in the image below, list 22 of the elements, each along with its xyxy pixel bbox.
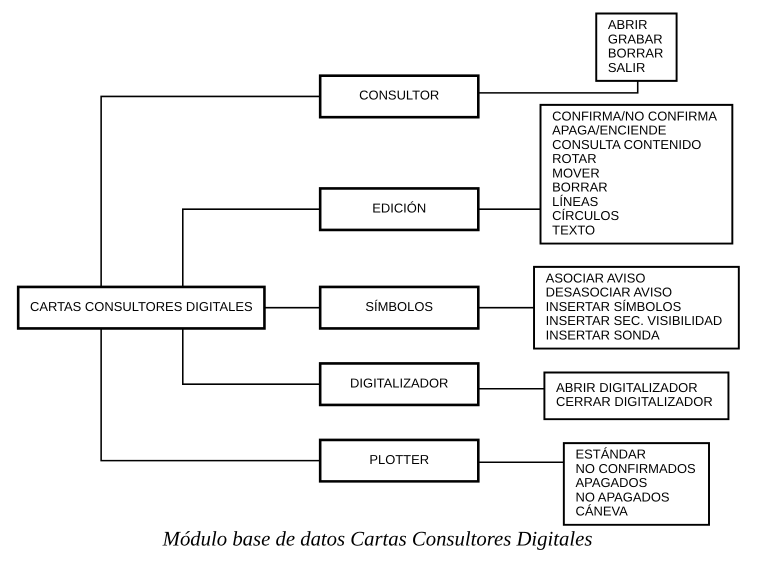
node-box: SÍMBOLOS (318, 286, 480, 330)
node-box: PLOTTER (318, 438, 480, 483)
connector (478, 462, 564, 464)
connector (478, 306, 534, 308)
node-box: ABRIR DIGITALIZADOR CERRAR DIGITALIZADOR (543, 372, 730, 420)
node-box: CONSULTOR (318, 74, 480, 118)
connector (182, 208, 320, 287)
caption: Módulo base de datos Cartas Consultores Digitales (162, 528, 592, 550)
node-box: ESTÁNDAR NO CONFIRMADOS APAGADOS NO APAGADOS CÁNEVA (562, 442, 710, 526)
connector (100, 96, 320, 287)
node-box: EDICIÓN (318, 187, 480, 232)
connector (100, 328, 320, 462)
connector (182, 328, 320, 385)
connector (264, 306, 320, 308)
node-box: DIGITALIZADOR (318, 362, 480, 406)
node-box: ASOCIAR AVISO DESASOCIAR AVISO INSERTAR SÍMBOLOS INSERTAR SEC. VISIBILIDAD INSERTAR SONDA (533, 266, 740, 350)
connector (478, 388, 544, 390)
connector (478, 208, 540, 210)
node-box: CARTAS CONSULTORES DIGITALES (16, 286, 266, 330)
connector (478, 81, 638, 94)
node-box: ABRIR GRABAR BORRAR SALIR (595, 12, 678, 82)
node-box: CONFIRMA/NO CONFIRMA APAGA/ENCIENDE CONSULTA CONTENIDO ROTAR MOVER BORRAR LÍNEAS CÍRCULOS TEXTO (540, 104, 734, 245)
